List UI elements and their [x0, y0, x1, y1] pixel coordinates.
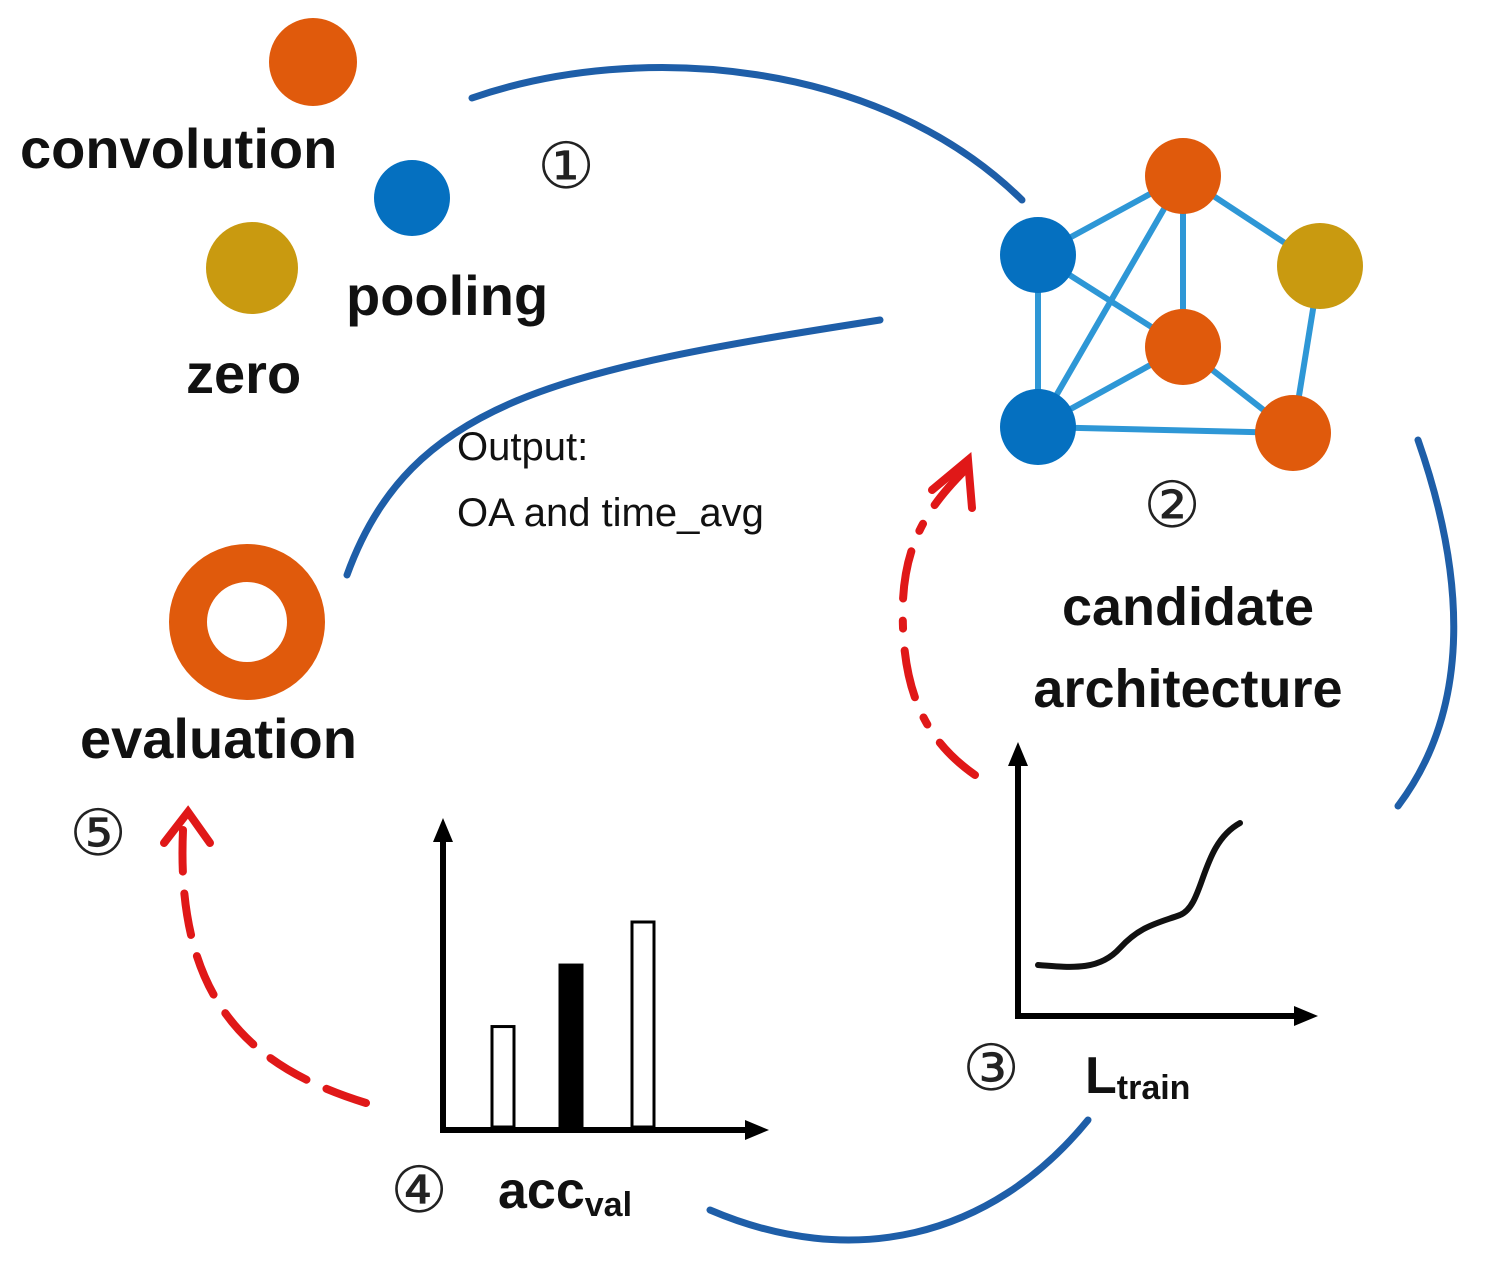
graph-edge	[1035, 174, 1186, 429]
train-loss-sub: train	[1117, 1069, 1191, 1107]
candidate-label-line2: architecture	[1033, 659, 1342, 719]
step-1-marker: ①	[537, 130, 594, 204]
graph-edges	[1035, 173, 1323, 436]
arrow-training-to-architecture-dashdot	[898, 466, 979, 779]
output-label-line1: Output:	[457, 425, 588, 469]
pooling-node-icon	[374, 160, 450, 236]
train-loss-base: L	[1085, 1047, 1117, 1105]
convolution-node	[1145, 138, 1221, 214]
accuracy-bar	[558, 963, 584, 1129]
y-axis-arrowhead	[433, 818, 453, 842]
arrow-validation-to-evaluation-dashed	[178, 826, 370, 1107]
loss-curve	[1035, 820, 1243, 970]
convolution-node-icon	[269, 18, 357, 106]
pooling-label: pooling	[346, 264, 548, 327]
zero-node-icon	[206, 222, 298, 314]
x-axis-arrowhead	[1294, 1006, 1318, 1026]
flow-arrows	[160, 64, 1458, 1244]
step-3-marker: ③	[962, 1032, 1019, 1106]
operation-set: convolution pooling zero ①	[20, 18, 595, 405]
evaluation-block: evaluation ⑤	[69, 544, 357, 871]
convolution-node	[1255, 395, 1331, 471]
accuracy-bars	[490, 920, 656, 1129]
evaluation-ring-icon	[169, 544, 325, 700]
zero-label: zero	[186, 342, 301, 405]
pooling-node	[1000, 389, 1076, 465]
candidate-label-line1: candidate	[1062, 577, 1314, 637]
zero-node	[1277, 223, 1363, 309]
arrow-ops-to-architecture	[468, 64, 1026, 204]
evaluation-label: evaluation	[80, 707, 357, 770]
output-label-line2: OA and time_avg	[457, 491, 764, 535]
train-loss-label: Ltrain	[1085, 1047, 1190, 1107]
x-axis-arrowhead	[745, 1120, 769, 1140]
dashdot-arrowhead	[928, 452, 976, 512]
val-accuracy-label: accval	[498, 1162, 632, 1224]
convolution-label: convolution	[20, 117, 337, 180]
dashed-arrowhead	[160, 805, 214, 847]
graph-edge	[1037, 424, 1294, 436]
candidate-architecture-graph: ② candidate architecture	[1000, 138, 1363, 719]
arrow-architecture-to-training	[1394, 436, 1458, 810]
val-accuracy-sub: val	[585, 1186, 632, 1224]
accuracy-bar	[630, 920, 656, 1129]
pooling-node	[1000, 217, 1076, 293]
accuracy-bar	[490, 1025, 516, 1129]
step-2-marker: ②	[1143, 469, 1200, 543]
validation-accuracy-chart: ④ accval	[390, 818, 769, 1228]
val-accuracy-base: acc	[498, 1162, 585, 1220]
y-axis-arrowhead	[1008, 742, 1028, 766]
step-4-marker: ④	[390, 1154, 447, 1228]
arrow-training-to-validation	[706, 1116, 1092, 1244]
convolution-node	[1145, 309, 1221, 385]
training-loss-plot: ③ Ltrain	[962, 742, 1318, 1107]
arrow-evaluation-to-architecture	[343, 316, 884, 579]
step-5-marker: ⑤	[69, 797, 126, 871]
